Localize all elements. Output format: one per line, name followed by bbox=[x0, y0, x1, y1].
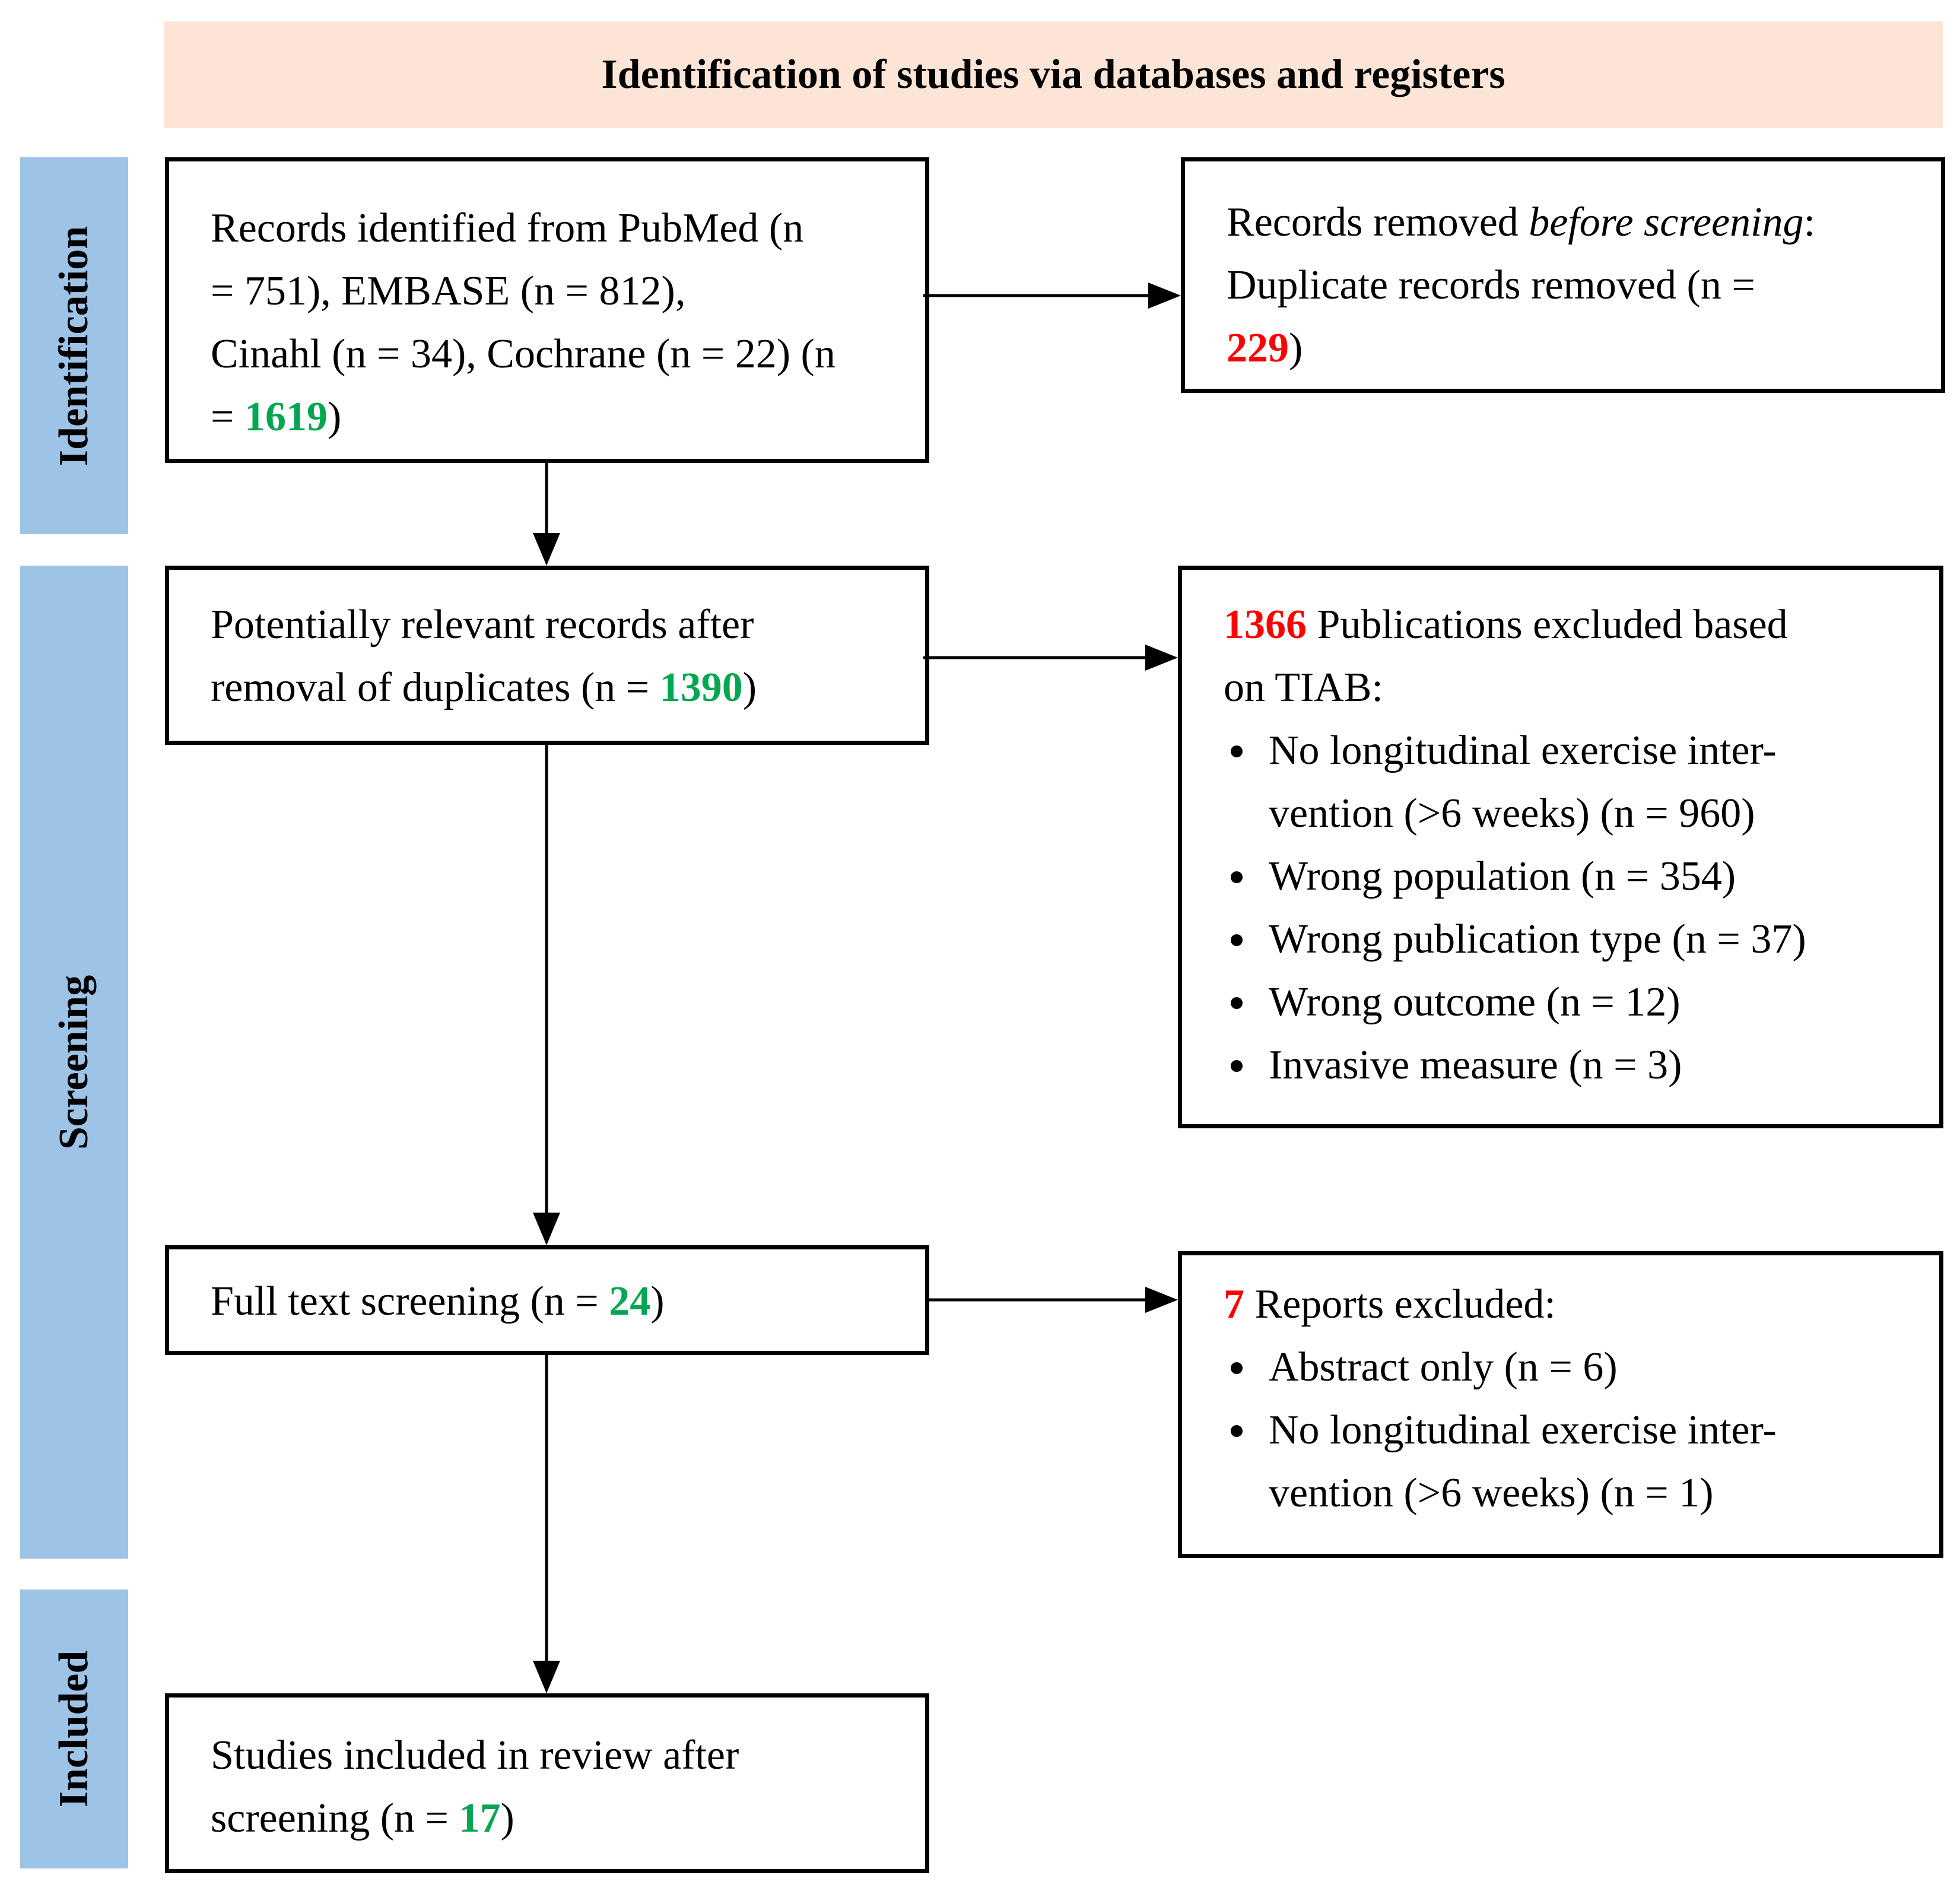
full-text-box: Full text screening (n = 24) bbox=[165, 1245, 929, 1355]
records-removed-line2: Duplicate records removed (n = bbox=[1227, 262, 1755, 308]
arrowhead-right bbox=[1148, 283, 1181, 309]
list-item: Wrong outcome (n = 12) bbox=[1224, 971, 1915, 1034]
tiab-reasons-list: No longitudinal exercise inter-vention (… bbox=[1224, 719, 1915, 1097]
header-banner: Identification of studies via databases … bbox=[164, 21, 1943, 128]
records-removed-line3: 229) bbox=[1227, 325, 1303, 371]
list-item: Wrong population (n = 354) bbox=[1224, 845, 1915, 908]
reports-excluded-count: 7 bbox=[1224, 1281, 1244, 1327]
records-removed-line1: Records removed before screening: bbox=[1227, 199, 1816, 245]
potentially-relevant-line1: Potentially relevant records after bbox=[211, 602, 754, 648]
records-identified-line3: Cinahl (n = 34), Cochrane (n = 22) (n bbox=[211, 331, 836, 377]
records-removed-box: Records removed before screening: Duplic… bbox=[1181, 157, 1945, 393]
reports-excluded-line1: 7 Reports excluded: bbox=[1224, 1281, 1556, 1327]
records-identified-total: 1619 bbox=[244, 394, 328, 440]
records-identified-line2: = 751), EMBASE (n = 812), bbox=[211, 268, 686, 314]
phase-identification: Identification bbox=[20, 157, 128, 534]
list-item: No longitudinal exercise inter-vention (… bbox=[1224, 1399, 1915, 1525]
full-text-count: 24 bbox=[609, 1278, 651, 1324]
tiab-excluded-box: 1366 Publications excluded based on TIAB… bbox=[1178, 566, 1943, 1128]
arrowhead-right bbox=[1145, 645, 1178, 671]
included-line2: screening (n = 17) bbox=[211, 1795, 514, 1841]
arrowhead-down bbox=[533, 533, 560, 566]
potentially-relevant-count: 1390 bbox=[659, 665, 743, 710]
tiab-excluded-count: 1366 bbox=[1224, 602, 1307, 648]
arrowhead-down bbox=[533, 1661, 560, 1693]
included-line1: Studies included in review after bbox=[211, 1733, 739, 1778]
records-removed-count: 229 bbox=[1227, 325, 1289, 371]
reports-reasons-list: Abstract only (n = 6) No longitudinal ex… bbox=[1224, 1336, 1915, 1525]
list-item: No longitudinal exercise inter-vention (… bbox=[1224, 719, 1915, 845]
potentially-relevant-line2: removal of duplicates (n = 1390) bbox=[211, 665, 757, 710]
reports-excluded-box: 7 Reports excluded: Abstract only (n = 6… bbox=[1178, 1251, 1943, 1558]
full-text-line: Full text screening (n = 24) bbox=[211, 1278, 665, 1324]
included-count: 17 bbox=[459, 1795, 501, 1841]
list-item: Abstract only (n = 6) bbox=[1224, 1336, 1915, 1399]
list-item: Invasive measure (n = 3) bbox=[1224, 1034, 1915, 1097]
header-title: Identification of studies via databases … bbox=[601, 52, 1505, 97]
included-box: Studies included in review after screeni… bbox=[165, 1693, 929, 1873]
records-identified-line1: Records identified from PubMed (n bbox=[211, 205, 804, 251]
arrowhead-down bbox=[533, 1213, 560, 1245]
list-item: Wrong publication type (n = 37) bbox=[1224, 908, 1915, 971]
arrowhead-right bbox=[1145, 1287, 1178, 1313]
potentially-relevant-box: Potentially relevant records after remov… bbox=[165, 566, 929, 745]
phase-included: Included bbox=[20, 1589, 128, 1868]
records-identified-box: Records identified from PubMed (n = 751)… bbox=[165, 157, 929, 463]
records-identified-line4: = 1619) bbox=[211, 394, 342, 440]
tiab-excluded-line2: on TIAB: bbox=[1224, 665, 1383, 710]
phase-screening: Screening bbox=[20, 566, 128, 1559]
tiab-excluded-line1: 1366 Publications excluded based bbox=[1224, 602, 1788, 648]
